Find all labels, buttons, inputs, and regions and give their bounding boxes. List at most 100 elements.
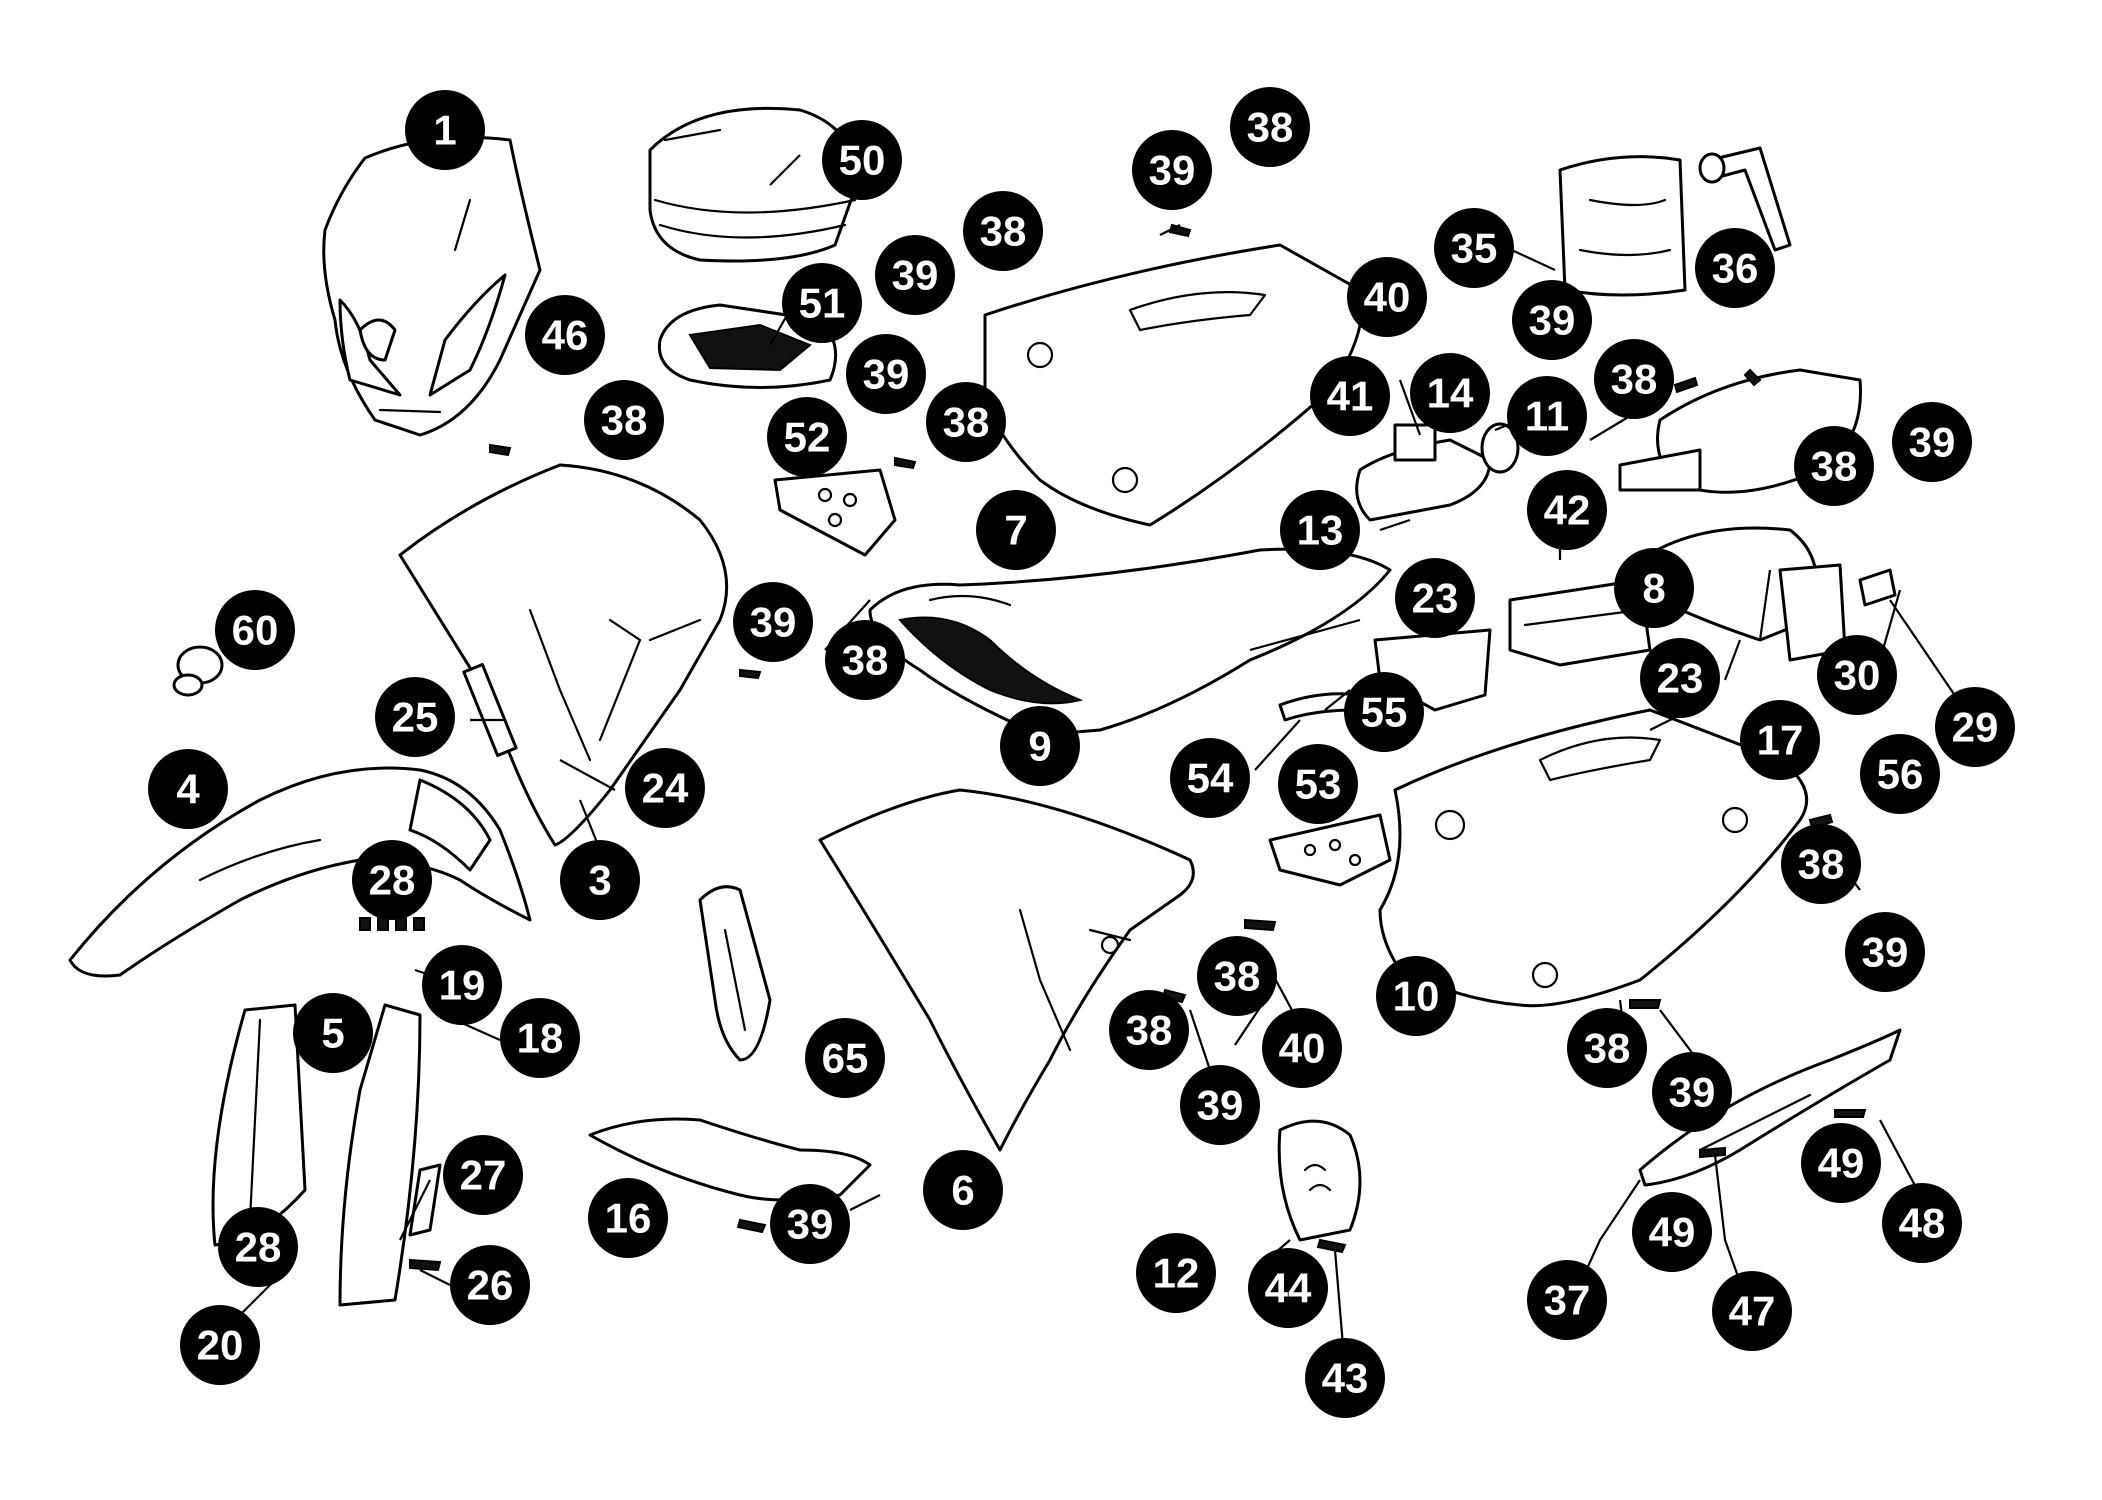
badge-54: 54 — [1170, 738, 1250, 818]
badge-39: 39 — [1652, 1052, 1732, 1132]
badge-19: 19 — [422, 945, 502, 1025]
badge-38: 38 — [1230, 87, 1310, 167]
badge-7: 7 — [976, 490, 1056, 570]
svg-text:47: 47 — [1729, 1288, 1776, 1335]
svg-text:25: 25 — [392, 694, 439, 741]
badge-50: 50 — [822, 120, 902, 200]
badge-39: 39 — [733, 582, 813, 662]
badge-47: 47 — [1712, 1271, 1792, 1351]
svg-text:54: 54 — [1187, 755, 1234, 802]
badge-55: 55 — [1344, 672, 1424, 752]
svg-text:38: 38 — [1811, 443, 1858, 490]
badge-39: 39 — [1132, 130, 1212, 210]
badge-60: 60 — [215, 590, 295, 670]
svg-text:46: 46 — [542, 312, 589, 359]
svg-text:1: 1 — [433, 107, 456, 154]
badge-24: 24 — [625, 748, 705, 828]
part-drawings — [68, 106, 1902, 1307]
badge-49: 49 — [1632, 1192, 1712, 1272]
svg-text:38: 38 — [842, 637, 889, 684]
front-mudguard — [68, 766, 532, 978]
svg-text:43: 43 — [1322, 1355, 1369, 1402]
svg-text:8: 8 — [1642, 565, 1665, 612]
badge-41: 41 — [1310, 356, 1390, 436]
top-case — [648, 106, 862, 263]
svg-text:38: 38 — [1611, 356, 1658, 403]
svg-text:6: 6 — [951, 1167, 974, 1214]
badge-40: 40 — [1347, 257, 1427, 337]
radiator-shroud-right — [818, 788, 1195, 1152]
badge-29: 29 — [1935, 687, 2015, 767]
badge-28: 28 — [352, 840, 432, 920]
badge-39: 39 — [875, 235, 955, 315]
cap-60 — [172, 645, 224, 697]
number-badges: 1 50 38 39 38 39 51 46 39 38 52 38 7 35 … — [148, 87, 2015, 1418]
badge-38: 38 — [1197, 936, 1277, 1016]
badge-38: 38 — [1109, 990, 1189, 1070]
badge-23: 23 — [1640, 638, 1720, 718]
handle-36 — [1698, 146, 1792, 252]
radiator-shroud-left — [398, 463, 729, 847]
badge-28: 28 — [218, 1207, 298, 1287]
bracket-plate-52 — [773, 468, 897, 557]
badge-39: 39 — [1892, 402, 1972, 482]
badge-52: 52 — [767, 397, 847, 477]
badge-36: 36 — [1695, 228, 1775, 308]
svg-text:44: 44 — [1265, 1265, 1312, 1312]
svg-text:3: 3 — [588, 857, 611, 904]
svg-text:38: 38 — [943, 399, 990, 446]
svg-text:11: 11 — [1525, 393, 1569, 440]
badge-18: 18 — [500, 998, 580, 1078]
badge-40: 40 — [1262, 1008, 1342, 1088]
svg-text:60: 60 — [232, 607, 279, 654]
svg-text:40: 40 — [1279, 1025, 1326, 1072]
svg-text:38: 38 — [1584, 1025, 1631, 1072]
svg-text:42: 42 — [1544, 487, 1591, 534]
svg-text:38: 38 — [980, 208, 1027, 255]
badge-38: 38 — [963, 191, 1043, 271]
svg-text:38: 38 — [1214, 953, 1261, 1000]
svg-text:48: 48 — [1899, 1200, 1946, 1247]
badge-38: 38 — [584, 380, 664, 460]
side-panel-top — [983, 243, 1364, 527]
svg-text:35: 35 — [1451, 225, 1498, 272]
svg-text:38: 38 — [1247, 104, 1294, 151]
svg-text:41: 41 — [1327, 373, 1374, 420]
badge-17: 17 — [1740, 700, 1820, 780]
svg-text:24: 24 — [642, 765, 689, 812]
svg-text:39: 39 — [1669, 1069, 1716, 1116]
svg-text:28: 28 — [235, 1224, 282, 1271]
badge-13: 13 — [1280, 490, 1360, 570]
badge-25: 25 — [375, 677, 455, 757]
svg-text:27: 27 — [460, 1152, 507, 1199]
svg-text:39: 39 — [1149, 147, 1196, 194]
badge-56: 56 — [1860, 734, 1940, 814]
badge-14: 14 — [1410, 353, 1490, 433]
svg-text:4: 4 — [176, 766, 200, 813]
plate-53 — [1268, 813, 1392, 887]
svg-text:30: 30 — [1834, 652, 1881, 699]
chain-slider — [1638, 1028, 1902, 1187]
badge-53: 53 — [1278, 744, 1358, 824]
small-parts-41-14-11 — [1355, 422, 1520, 522]
svg-text:56: 56 — [1877, 751, 1924, 798]
badge-39: 39 — [770, 1184, 850, 1264]
badge-30: 30 — [1817, 635, 1897, 715]
badge-39: 39 — [1512, 280, 1592, 360]
badge-4: 4 — [148, 749, 228, 829]
badge-46: 46 — [525, 295, 605, 375]
svg-text:26: 26 — [467, 1262, 514, 1309]
svg-text:39: 39 — [750, 599, 797, 646]
svg-text:39: 39 — [1197, 1082, 1244, 1129]
svg-text:23: 23 — [1412, 575, 1459, 622]
svg-text:39: 39 — [863, 351, 910, 398]
badge-39: 39 — [846, 334, 926, 414]
badge-5: 5 — [293, 993, 373, 1073]
svg-text:52: 52 — [784, 414, 831, 461]
svg-text:14: 14 — [1427, 370, 1474, 417]
svg-text:5: 5 — [321, 1010, 344, 1057]
badge-39: 39 — [1180, 1065, 1260, 1145]
badge-9: 9 — [1000, 706, 1080, 786]
fork-protector — [698, 885, 772, 1062]
rear-fender — [1638, 526, 1897, 662]
